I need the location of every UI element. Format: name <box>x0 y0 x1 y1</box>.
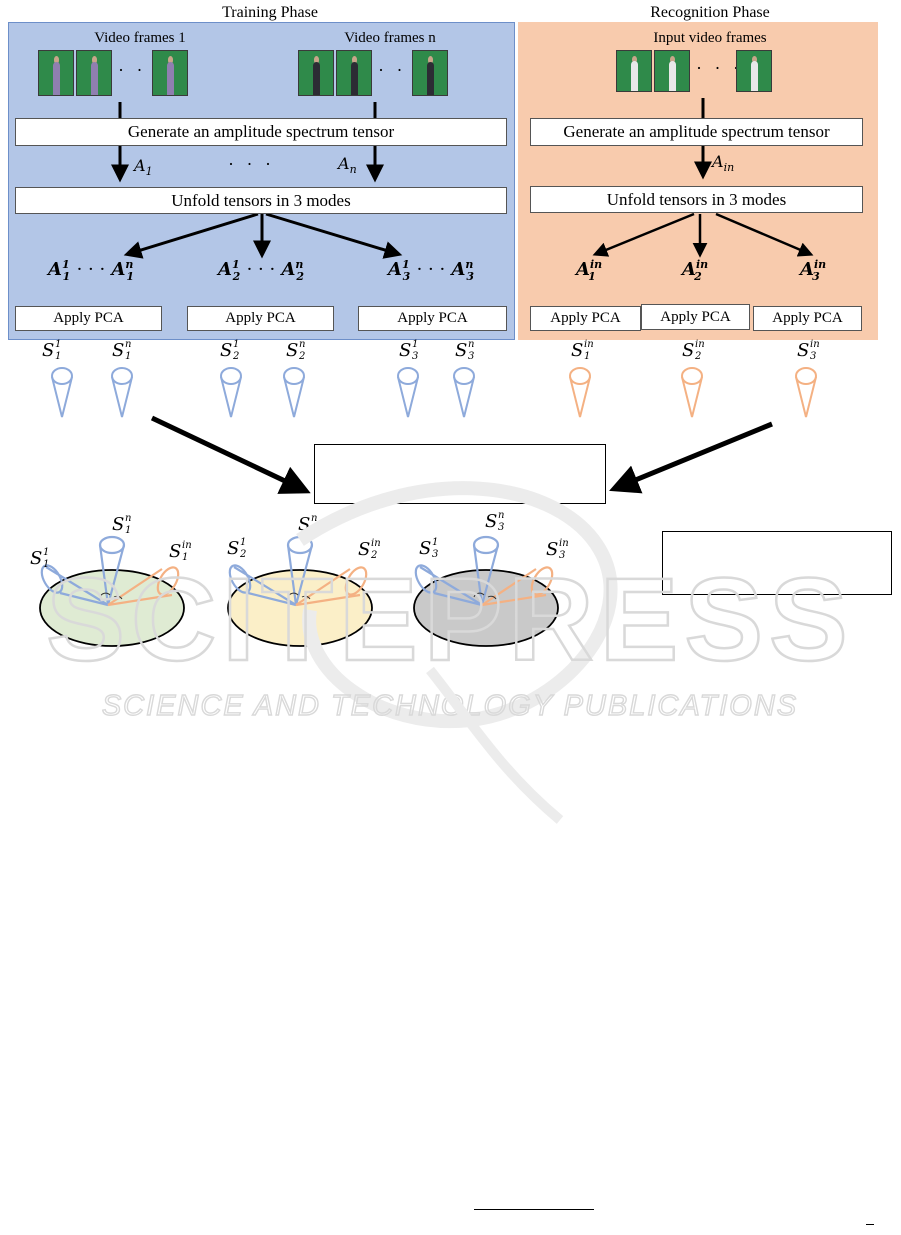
apply-pca-box: Apply PCA <box>753 306 862 331</box>
recognition-unfold-box: Unfold tensors in 3 modes <box>530 186 863 213</box>
watermark-subtitle: SCIENCE AND TECHNOLOGY PUBLICATIONS <box>102 690 798 722</box>
video-frame-thumbnail <box>298 50 334 96</box>
product-manifold-diagram <box>39 535 559 647</box>
tensor-label-ain: Ain <box>712 152 735 175</box>
mode-1-tensors: A11 · · · An1 <box>48 258 135 283</box>
training-frames-1-label: Video frames 1 <box>94 30 186 46</box>
video-frame-thumbnail <box>736 50 772 92</box>
input-mode-3-tensor: Ain3 <box>800 258 827 283</box>
frames-ellipsis: · · · <box>696 58 743 78</box>
recognition-panel <box>518 22 878 340</box>
training-generate-box: Generate an amplitude spectrum tensor <box>15 118 507 146</box>
tensor-label-a1: A1 <box>134 156 153 179</box>
subspace-cones <box>51 367 817 418</box>
input-mode-2-tensor: Ain2 <box>682 258 709 283</box>
mode-2-tensors: A12 · · · An2 <box>218 258 305 283</box>
subspace-cone <box>397 367 419 418</box>
input-mode-1-tensor: Ain1 <box>576 258 603 283</box>
video-frame-thumbnail <box>152 50 188 96</box>
footnote-rule <box>474 1209 594 1210</box>
tensor-label-an: An <box>338 154 357 177</box>
apply-pca-box: Apply PCA <box>358 306 507 331</box>
video-frame-thumbnail <box>654 50 690 92</box>
recognition-phase-title: Recognition Phase <box>650 4 770 21</box>
tensor-ellipsis: · · · <box>228 154 275 174</box>
subspace-cone <box>220 367 242 418</box>
subspace-cone <box>681 367 703 418</box>
product-manifold <box>227 535 373 647</box>
video-frame-thumbnail <box>412 50 448 96</box>
recognition-generate-box: Generate an amplitude spectrum tensor <box>530 118 863 146</box>
apply-pca-box: Apply PCA <box>641 304 750 330</box>
recognition-frames-label: Input video frames <box>653 30 767 46</box>
product-manifold <box>39 535 185 647</box>
apply-pca-box: Apply PCA <box>187 306 334 331</box>
similarity-box <box>314 444 606 504</box>
video-frame-thumbnail <box>616 50 652 92</box>
training-unfold-box: Unfold tensors in 3 modes <box>15 187 507 214</box>
training-frames-n-label: Video frames n <box>344 30 436 46</box>
subspace-cone <box>51 367 73 418</box>
page-mark <box>866 1224 874 1225</box>
apply-pca-box: Apply PCA <box>15 306 162 331</box>
mode-3-tensors: A13 · · · An3 <box>388 258 475 283</box>
training-phase-title: Training Phase <box>222 4 318 21</box>
subspace-cone <box>453 367 475 418</box>
apply-pca-box: Apply PCA <box>530 306 641 331</box>
video-frame-thumbnail <box>336 50 372 96</box>
subspace-cone <box>795 367 817 418</box>
subspace-cone <box>283 367 305 418</box>
frames-ellipsis: · · · <box>378 60 425 80</box>
flow-arrows <box>111 98 814 494</box>
video-frame-thumbnail <box>38 50 74 96</box>
subspace-cone <box>569 367 591 418</box>
frames-ellipsis: · · · <box>118 60 165 80</box>
result-box <box>662 531 892 595</box>
video-frame-thumbnail <box>76 50 112 96</box>
subspace-cone <box>111 367 133 418</box>
